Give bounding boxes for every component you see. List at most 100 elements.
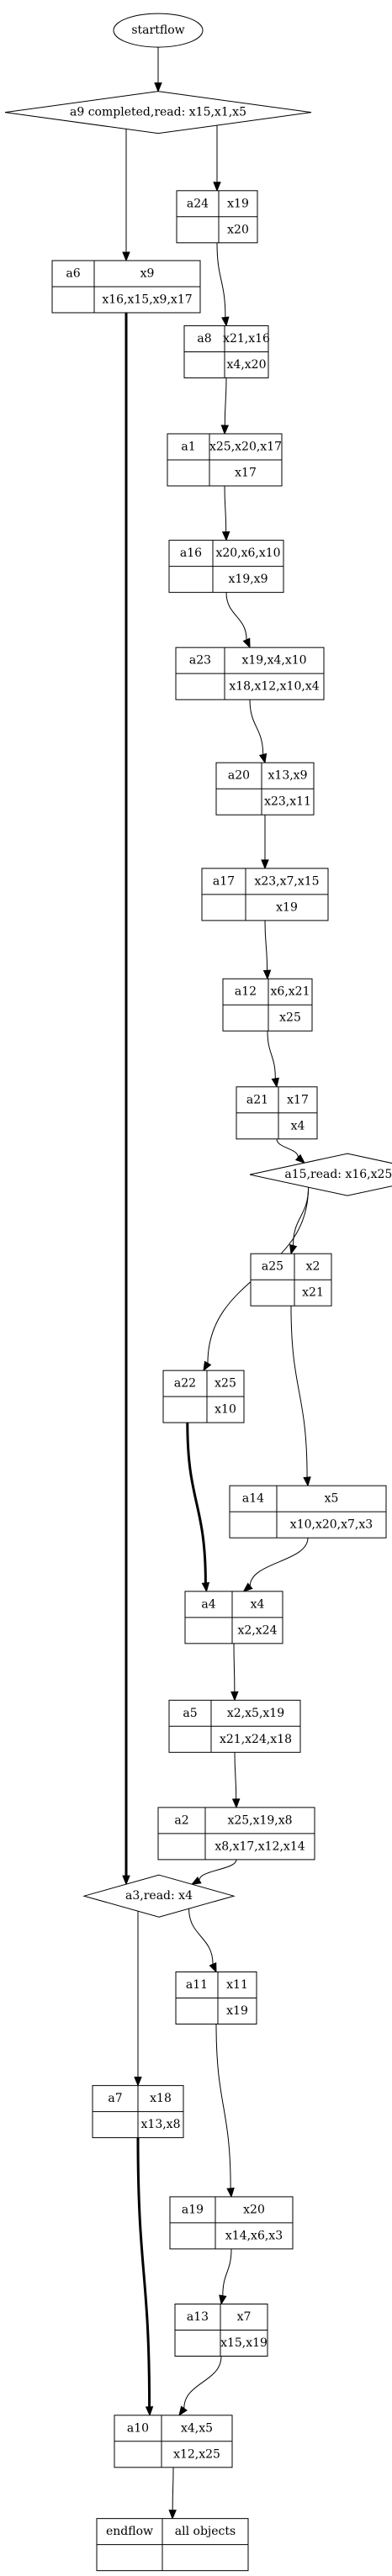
node-a19: a19 x20 x14,x6,x3 [169,2196,294,2250]
arrowhead [203,1360,212,1372]
record-name: a24 [187,197,209,210]
record-bottom-value: x17 [235,466,257,479]
arrowhead [213,182,221,193]
arrowhead [178,2405,188,2416]
record-name: a10 [127,2421,149,2435]
record-bottom-value: x14,x6,x3 [225,2229,283,2242]
arrowhead [258,752,268,764]
node-a23: a23 x19,x4,x10 x18,x12,x10,x4 [175,647,325,700]
arrowhead [289,1243,298,1255]
record-name: a25 [262,1260,283,1274]
record-top-value: x5 [325,1492,339,1506]
edge-a17-a12 [264,920,268,971]
node-a9: a9 completed,read: x15,x1,x5 [4,91,312,135]
record-top-value: x20,x6,x10 [215,546,280,560]
node-a24: a24 x19 x20 [176,190,258,244]
record-name: a8 [197,332,211,346]
node-a3: a3,read: x4 [82,1874,236,1918]
arrowhead [242,637,251,649]
node-a20: a20 x13,x9 x23,x11 [215,762,315,816]
edge-a1-a16 [224,485,227,532]
arrowhead [294,1153,305,1164]
edge-a5-a2 [234,1752,237,1799]
arrowhead [122,251,130,262]
record-name: a4 [201,1597,215,1611]
arrowhead [145,2406,154,2417]
arrowhead [201,1581,210,1593]
arrowhead [231,1798,241,1809]
edge-a21-a15 [276,1138,299,1158]
record-name: a20 [228,769,250,783]
record-bottom-value: x8,x17,x12,x14 [215,1840,305,1853]
edge-a24-a8 [216,242,226,318]
record-bottom-value: x23,x11 [264,795,311,809]
edge-a10-endflow [172,2467,174,2510]
record-bottom-value: x10 [215,1403,236,1417]
record-name: a6 [66,267,80,280]
record-bottom-value: x25 [279,1011,301,1025]
edge-a4-a5 [233,1643,236,1692]
record-top-value: x19 [227,197,249,210]
decision-shape [82,1874,236,1918]
record-bottom-value: x12,x25 [173,2447,220,2461]
edge-a22-a4 [186,1423,207,1583]
record-bottom-value: x19 [226,2004,248,2018]
decision-label: a9 completed,read: x15,x1,x5 [70,106,246,119]
record-name: a12 [235,985,257,999]
record-name: a14 [242,1492,264,1506]
record-top-value: all objects [175,2525,236,2538]
record-top-value: x20 [243,2203,265,2216]
record-name: a5 [183,1707,197,1720]
record-top-value: x13,x9 [268,769,308,783]
record-bottom-value: x20 [227,223,249,236]
record-name: a19 [182,2203,204,2216]
arrowhead [242,1582,253,1592]
edge-a3-a11 [188,1908,214,1965]
record-name: a2 [174,1813,188,1827]
record-top-value: x21,x16 [223,332,270,346]
edge-a8-a1 [224,377,227,425]
record-top-value: x7 [237,2310,252,2324]
record-top-value: x25,x20,x17 [209,440,282,453]
record-name: a16 [180,546,202,560]
record-bottom-value: x19 [276,900,298,914]
record-bottom-value: x10,x20,x7,x3 [290,1518,373,1532]
edge-a19-a13 [222,2248,232,2296]
edge-a12-a21 [267,1031,276,1079]
edges-layer [122,47,311,2520]
node-shape [113,13,204,48]
node-a12: a12 x6,x21 x25 [222,978,313,1032]
edge-a25-a14 [290,1306,308,1478]
edge-a13-a10 [183,2356,222,2409]
arrowhead [271,1077,279,1089]
arrowhead [134,2077,142,2087]
record-top-value: x9 [140,267,155,280]
arrowhead [190,1876,202,1885]
record-bottom-value: x2,x24 [238,1623,278,1637]
node-a14: a14 x5 x10,x20,x7,x3 [229,1485,387,1539]
decision-shape [249,1153,392,1196]
record-name: a23 [189,654,211,668]
record-top-value: x19,x4,x10 [241,654,306,668]
record-name: a7 [108,2092,122,2105]
record-bottom-value: x18,x12,x10,x4 [229,680,319,694]
edge-a14-a4 [249,1538,309,1586]
record-top-value: x6,x21 [271,985,310,999]
decision-shape [4,91,312,135]
edge-a15-a25 [293,1187,310,1246]
record-top-value: x11 [226,1978,248,1992]
